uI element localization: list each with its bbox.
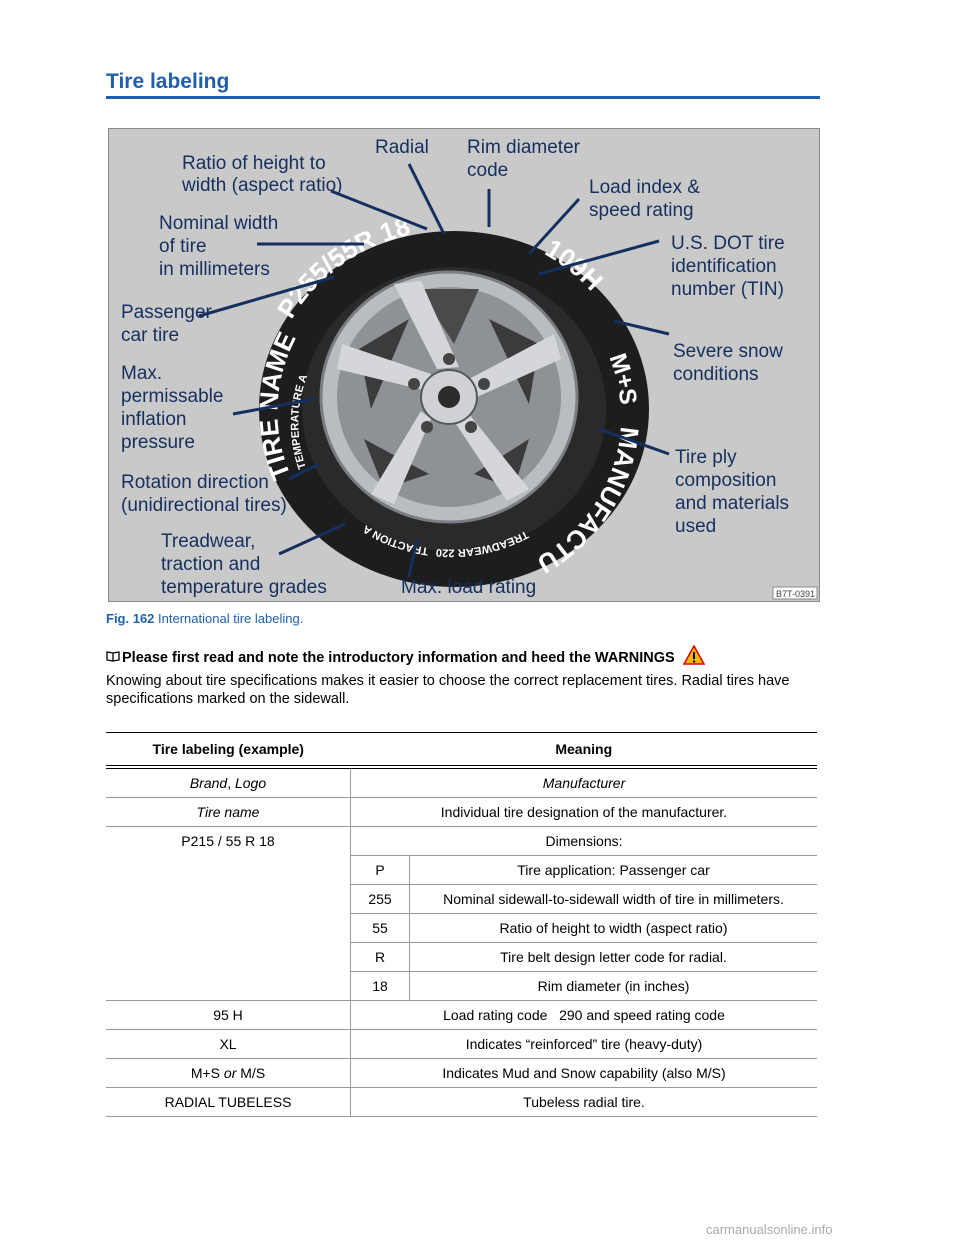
intro-paragraph: Knowing about tire specifications makes … bbox=[106, 673, 790, 707]
cell-label: 95 H bbox=[106, 1000, 351, 1030]
cell-meaning: Tire belt design letter code for radial. bbox=[409, 942, 817, 972]
table-row: P215 / 55 R 18 Dimensions: bbox=[106, 826, 817, 1001]
table-row: RADIAL TUBELESS Tubeless radial tire. bbox=[106, 1087, 817, 1117]
callout-lines bbox=[198, 163, 670, 578]
page-title: Tire labeling bbox=[106, 70, 230, 93]
tire-labeling-table: Tire labeling (example) Meaning Brand, L… bbox=[106, 732, 817, 1117]
cell-meaning: Rim diameter (in inches) bbox=[409, 971, 817, 1001]
label-tread-1: Treadwear, bbox=[161, 531, 255, 552]
cell-meaning: Manufacturer bbox=[350, 767, 817, 798]
cell-meaning: Indicates Mud and Snow capability (also … bbox=[350, 1058, 817, 1088]
cell-label: RADIAL TUBELESS bbox=[106, 1087, 351, 1117]
cell-meaning: Ratio of height to width (aspect ratio) bbox=[409, 913, 817, 943]
cell-meaning: Individual tire designation of the manuf… bbox=[350, 797, 817, 827]
table-row: Brand, Logo Manufacturer bbox=[106, 767, 817, 798]
label-tread-2: traction and bbox=[161, 554, 260, 575]
col-header-example: Tire labeling (example) bbox=[106, 732, 351, 767]
figure-number: Fig. 162 bbox=[106, 611, 155, 626]
cell-code: P bbox=[350, 855, 410, 885]
cell-label: Tire name bbox=[106, 797, 351, 827]
cell-meaning: Load rating code 290 and speed rating co… bbox=[350, 1000, 817, 1030]
label-aspect-2: width (aspect ratio) bbox=[181, 175, 343, 196]
label-load-1: Load index & bbox=[589, 177, 700, 198]
table-subrow: 18 Rim diameter (in inches) bbox=[106, 971, 817, 1001]
label-aspect-1: Ratio of height to bbox=[182, 153, 326, 174]
table-row: M+S or M/S Indicates Mud and Snow capabi… bbox=[106, 1058, 817, 1088]
table-row: 95 H Load rating code 290 and speed rati… bbox=[106, 1000, 817, 1030]
book-icon bbox=[106, 650, 120, 666]
label-passenger-2: car tire bbox=[121, 325, 179, 346]
cell-label: XL bbox=[106, 1029, 351, 1059]
cell-meaning: Indicates “reinforced” tire (heavy-duty) bbox=[350, 1029, 817, 1059]
label-tread-3: temperature grades bbox=[161, 577, 327, 598]
table-row: XL Indicates “reinforced” tire (heavy-du… bbox=[106, 1029, 817, 1059]
title-rule bbox=[106, 96, 820, 99]
table-subrow: P Tire application: Passenger car bbox=[106, 855, 817, 885]
table-subrow: 55 Ratio of height to width (aspect rati… bbox=[106, 913, 817, 943]
label-rim-1: Rim diameter bbox=[467, 137, 581, 158]
cell-meaning: Dimensions: bbox=[350, 826, 817, 856]
label-max-load: Max. load rating bbox=[401, 577, 536, 598]
cell-code: 255 bbox=[350, 884, 410, 914]
notice-text: Please first read and note the introduct… bbox=[122, 650, 675, 666]
cell-code: R bbox=[350, 942, 410, 972]
label-nominal-3: in millimeters bbox=[159, 259, 270, 280]
col-header-meaning: Meaning bbox=[350, 732, 817, 767]
label-rotation-2: (unidirectional tires) bbox=[121, 495, 287, 516]
cell-meaning: Tubeless radial tire. bbox=[350, 1087, 817, 1117]
cell-code: 18 bbox=[350, 971, 410, 1001]
label-snow-1: Severe snow bbox=[673, 341, 783, 362]
label-ply-2: composition bbox=[675, 470, 776, 491]
label-dot-1: U.S. DOT tire bbox=[671, 233, 785, 254]
label-max-2: permissable bbox=[121, 386, 223, 407]
figure-caption: Fig. 162 International tire labeling. bbox=[106, 611, 303, 626]
label-rotation-1: Rotation direction bbox=[121, 472, 269, 493]
label-radial: Radial bbox=[375, 137, 429, 158]
figure-code: B7T-0391 bbox=[776, 589, 815, 599]
cell-label: M+S or M/S bbox=[106, 1058, 351, 1088]
label-passenger-1: Passenger bbox=[121, 302, 213, 323]
label-ply-3: and materials bbox=[675, 493, 789, 514]
table-subrow: R Tire belt design letter code for radia… bbox=[106, 942, 817, 972]
label-dot-2: identification bbox=[671, 256, 777, 277]
cell-meaning: Nominal sidewall-to-sidewall width of ti… bbox=[409, 884, 817, 914]
cell-code: 55 bbox=[350, 913, 410, 943]
label-max-4: pressure bbox=[121, 432, 195, 453]
label-ply-1: Tire ply bbox=[675, 447, 737, 468]
table-header-row: Tire labeling (example) Meaning bbox=[106, 732, 817, 767]
label-nominal-1: Nominal width bbox=[159, 213, 278, 234]
table-subrow: 255 Nominal sidewall-to-sidewall width o… bbox=[106, 884, 817, 914]
label-max-3: inflation bbox=[121, 409, 187, 430]
label-ply-4: used bbox=[675, 516, 716, 537]
label-max-1: Max. bbox=[121, 363, 162, 384]
cell-meaning: Tire application: Passenger car bbox=[409, 855, 817, 885]
label-load-2: speed rating bbox=[589, 200, 694, 221]
notice: Please first read and note the introduct… bbox=[106, 644, 705, 669]
watermark: carmanualsonline.info bbox=[706, 1222, 833, 1237]
label-nominal-2: of tire bbox=[159, 236, 207, 257]
cell-label: P215 / 55 R 18 bbox=[106, 826, 351, 1001]
label-snow-2: conditions bbox=[673, 364, 759, 385]
table-row: Tire name Individual tire designation of… bbox=[106, 797, 817, 827]
tire-figure: P255/55R 18 109H TIRE NAME M+S MANUFACTU… bbox=[108, 128, 820, 602]
cell-label: Brand, Logo bbox=[106, 767, 351, 798]
label-rim-2: code bbox=[467, 160, 508, 181]
label-dot-3: number (TIN) bbox=[671, 279, 784, 300]
warning-triangle-icon bbox=[682, 644, 705, 669]
figure-caption-text: International tire labeling. bbox=[158, 611, 304, 626]
